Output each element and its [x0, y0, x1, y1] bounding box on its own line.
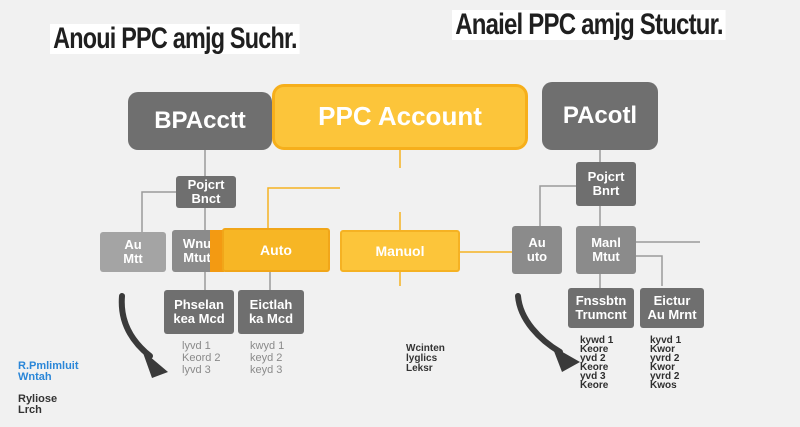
- right-campaign-node: Pojcrt Bnrt: [576, 162, 636, 206]
- left-keyword-list-2: kwyd 1 keyd 2 keyd 3: [250, 340, 285, 376]
- auto-group-node: Auto: [222, 228, 330, 272]
- brand-logo-left-secondary: Ryliose Lrch: [18, 393, 58, 416]
- brand-logo-left: R.Pmlimluit Wntah Ryliose Lrch: [18, 350, 79, 427]
- ppc-account-node: PPC Account: [272, 84, 528, 150]
- left-account-node: BPAcctt: [128, 92, 272, 150]
- arrowhead-right-icon: [552, 346, 580, 372]
- diagram-title-left: Anoui PPC amjg Suchr.: [50, 24, 300, 54]
- brand-logo-left-primary: R.Pmlimluit Wntah: [18, 360, 79, 383]
- left-adgroup-node-1: Phselan kea Mcd: [164, 290, 234, 334]
- left-keyword-list-1: lyvd 1 Keord 2 lyvd 3: [182, 340, 221, 376]
- brand-logo-right: Wcinten lyglics Leksr: [406, 343, 445, 374]
- right-keyword-list-1: kywd 1 Keore yvd 2 Keore yvd 3 Keore: [580, 335, 614, 391]
- left-campaign-node: Pojcrt Bnct: [176, 176, 236, 208]
- left-adgroup-node-2: Eictlah ka Mcd: [238, 290, 304, 334]
- right-adgroup-node-2: Eictur Au Mrnt: [640, 288, 704, 328]
- curved-arrow-left: [118, 293, 153, 359]
- accent-sliver: [210, 230, 224, 272]
- right-adgroup-node-1: Fnssbtn Trumcnt: [568, 288, 634, 328]
- diagram-title-right: Anaiel PPC amjg Stuctur.: [452, 10, 726, 40]
- left-group-node-1: Au Mtt: [100, 232, 166, 272]
- manual-group-node: Manuol: [340, 230, 460, 272]
- arrowhead-left-icon: [142, 350, 168, 378]
- right-group-node-2: Manl Mtut: [576, 226, 636, 274]
- curved-arrow-right: [515, 293, 563, 355]
- right-account-node: PAcotl: [542, 82, 658, 150]
- right-group-node-1: Au uto: [512, 226, 562, 274]
- connector-lines: [118, 150, 700, 378]
- right-keyword-list-2: kyvd 1 Kwor yvrd 2 Kwor yvrd 2 Kwos: [650, 335, 682, 391]
